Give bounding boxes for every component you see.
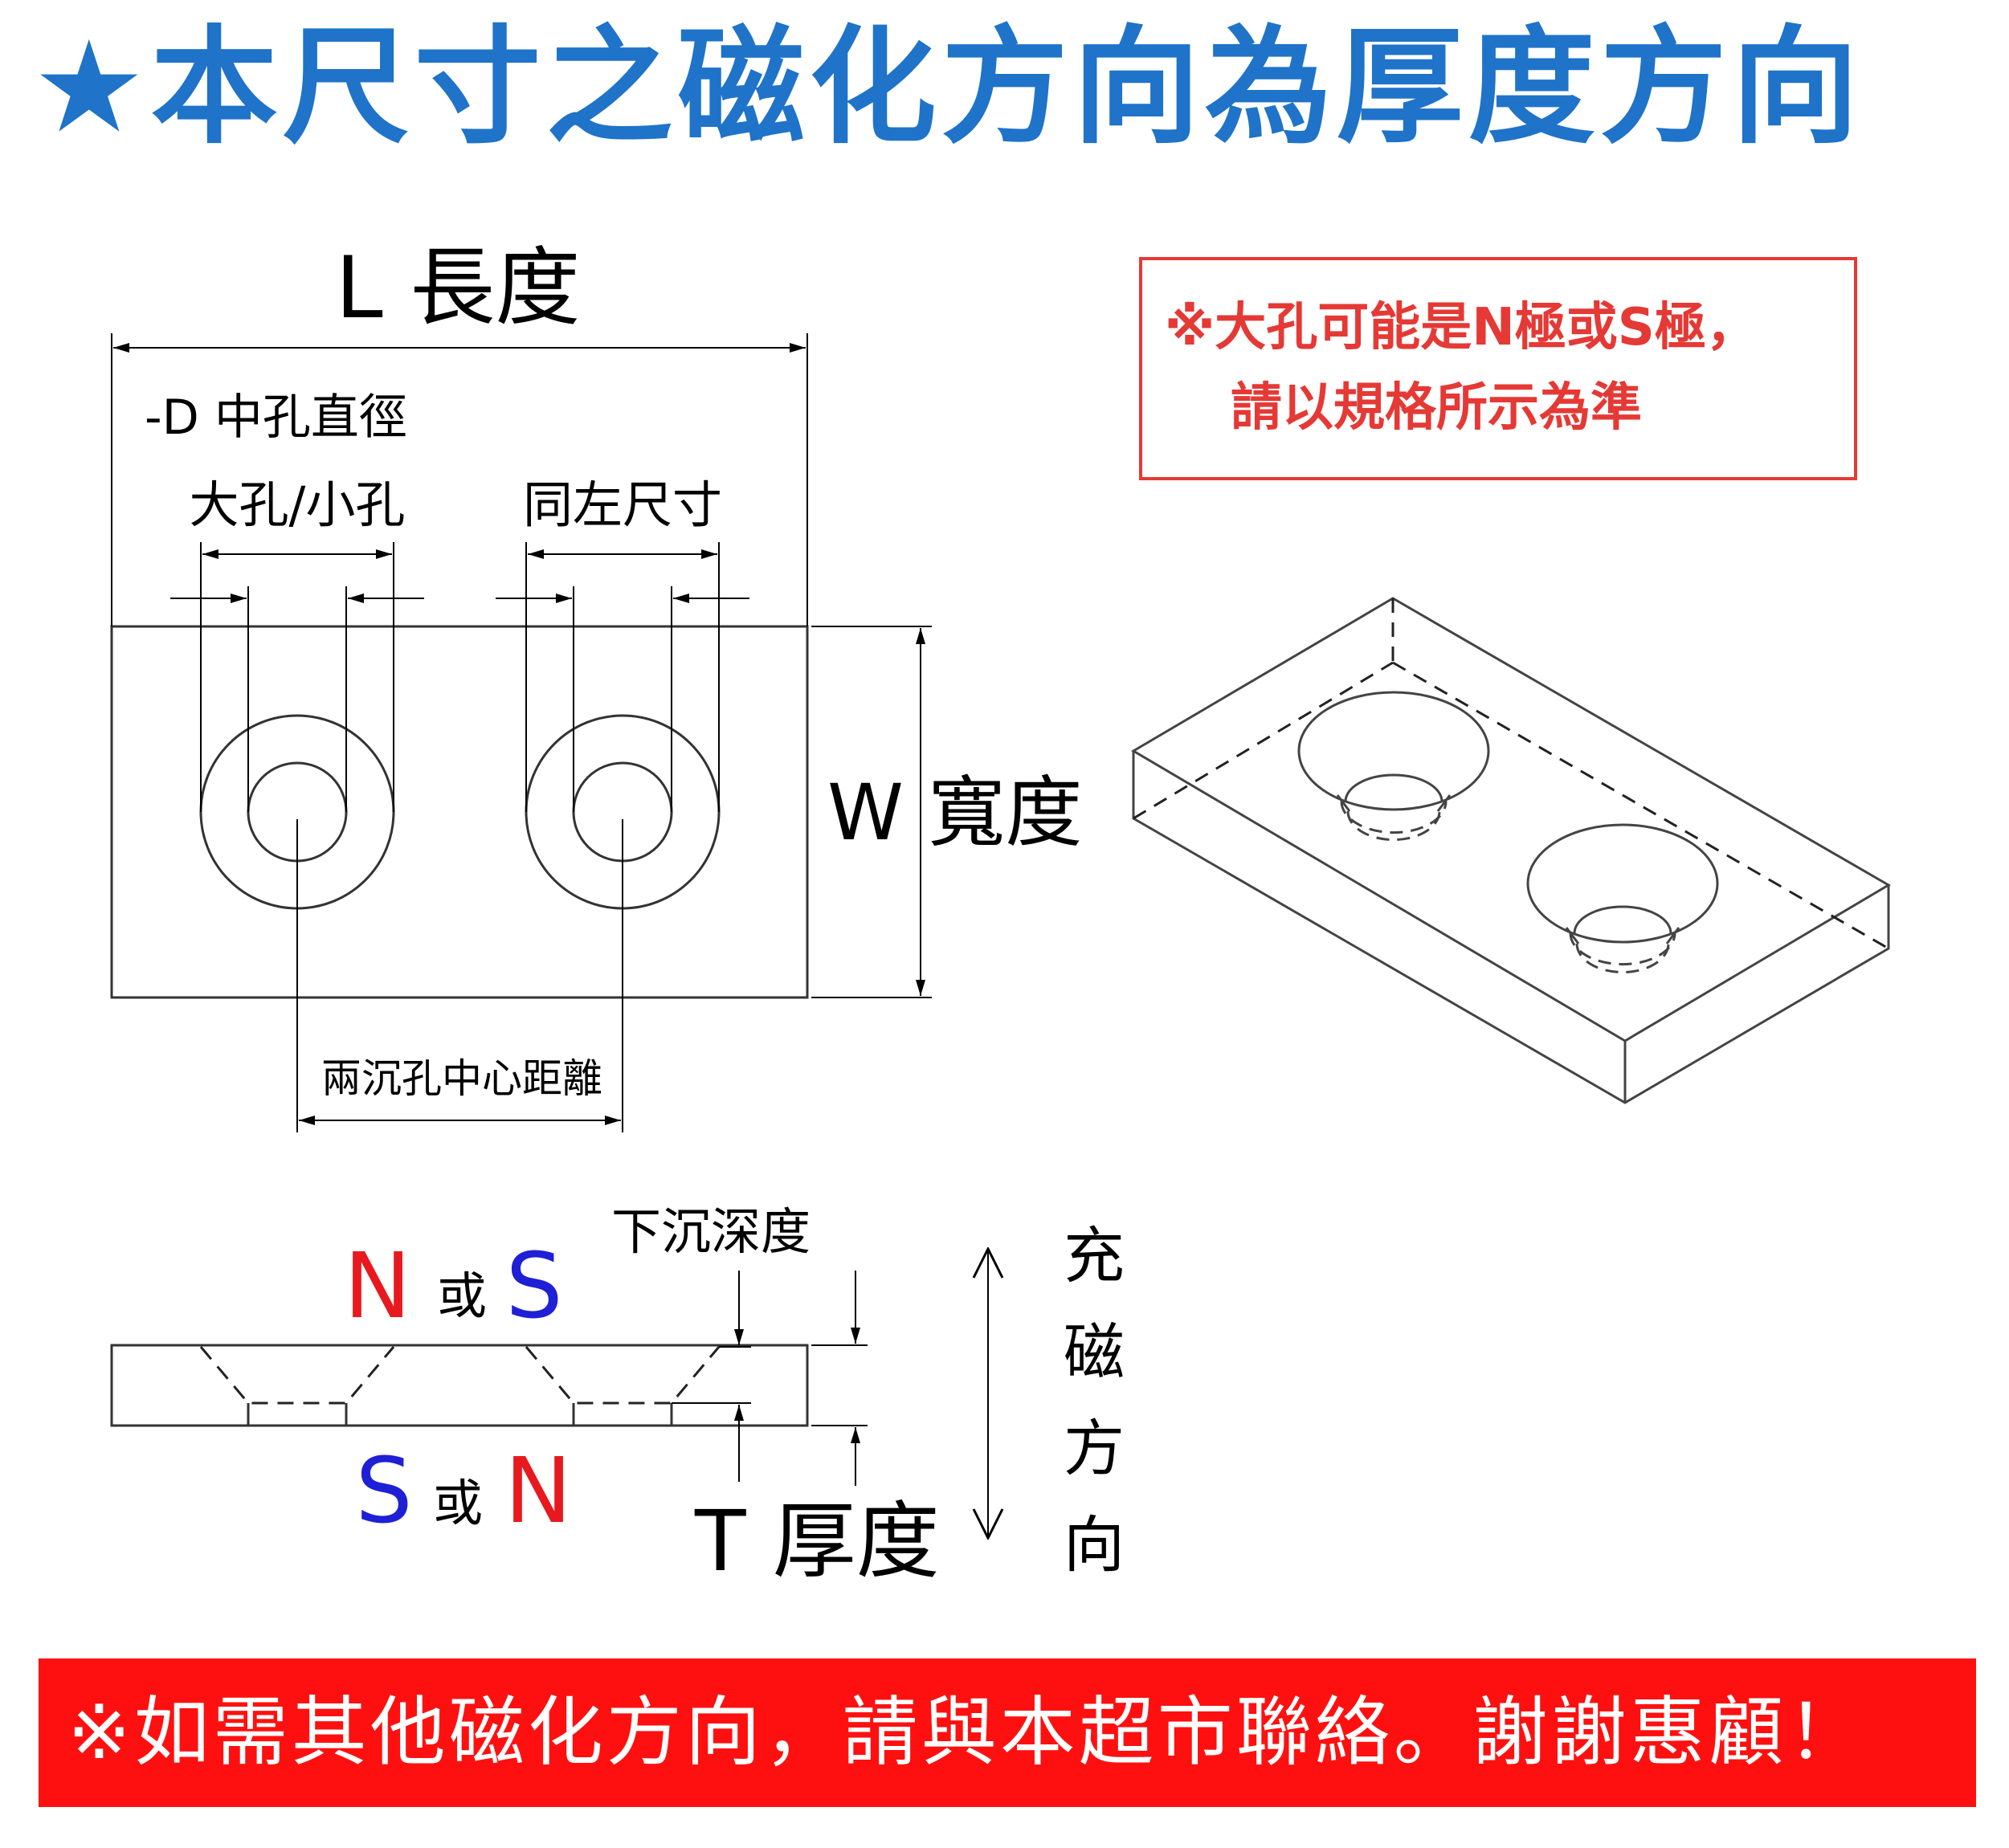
bottom-pole-n: N — [504, 1439, 572, 1544]
magnetization-char-2: 磁 — [1064, 1316, 1125, 1388]
magnetization-char-1: 充 — [1064, 1220, 1125, 1291]
iso-left-countersink — [1297, 691, 1490, 811]
side-view-labels: 下沉深度 N 或 S S 或 N T 厚度 充 磁 方 向 — [344, 1202, 1125, 1590]
pole-note-line-1: ※大孔可能是N極或S極， — [1165, 298, 1758, 357]
page-title: ★本尺寸之磁化方向為厚度方向 — [32, 14, 1864, 161]
magnetization-char-3: 方 — [1064, 1413, 1125, 1484]
top-view — [110, 625, 809, 999]
top-pole-n: N — [344, 1234, 411, 1339]
hole-diameter-label: -D 中孔直徑 — [145, 390, 407, 446]
top-pole-sep: 或 — [437, 1267, 487, 1325]
pole-note-box: ※大孔可能是N極或S極， 請以規格所示為準 — [1139, 257, 1857, 480]
isometric-view — [1131, 597, 1891, 1104]
big-small-hole-label: 大孔/小孔 — [190, 475, 406, 534]
bottom-pole-s: S — [355, 1439, 412, 1544]
iso-top-face — [1131, 597, 1891, 1042]
side-view — [110, 1344, 809, 1427]
pole-note-line-2: 請以規格所示為準 — [1231, 378, 1642, 438]
width-label: W 寬度 — [827, 768, 1082, 858]
top-pole-s: S — [505, 1234, 562, 1339]
magnetization-char-4: 向 — [1064, 1509, 1125, 1581]
iso-right-countersink — [1526, 823, 1719, 944]
top-view-dimensions — [111, 333, 932, 1132]
magnet-outline-side — [110, 1344, 809, 1427]
same-as-left-label: 同左尺寸 — [523, 475, 722, 534]
top-view-labels: L 長度 -D 中孔直徑 大孔/小孔 同左尺寸 W 寬度 兩沉孔中心距離 — [145, 239, 1082, 1102]
bottom-pole-sep: 或 — [433, 1474, 483, 1532]
footer-banner: ※如需其他磁化方向，請與本超市聯絡。謝謝惠顧！ — [39, 1658, 1976, 1807]
iso-front-edges — [1132, 751, 1890, 1104]
side-view-dimensions — [672, 1249, 988, 1538]
footer-text: ※如需其他磁化方向，請與本超市聯絡。謝謝惠顧！ — [67, 1688, 1866, 1777]
magnet-outline-top — [110, 625, 809, 999]
countersink-depth-label: 下沉深度 — [611, 1202, 811, 1261]
center-distance-label: 兩沉孔中心距離 — [321, 1055, 602, 1102]
length-label: L 長度 — [336, 239, 581, 337]
thickness-label: T 厚度 — [694, 1492, 940, 1590]
